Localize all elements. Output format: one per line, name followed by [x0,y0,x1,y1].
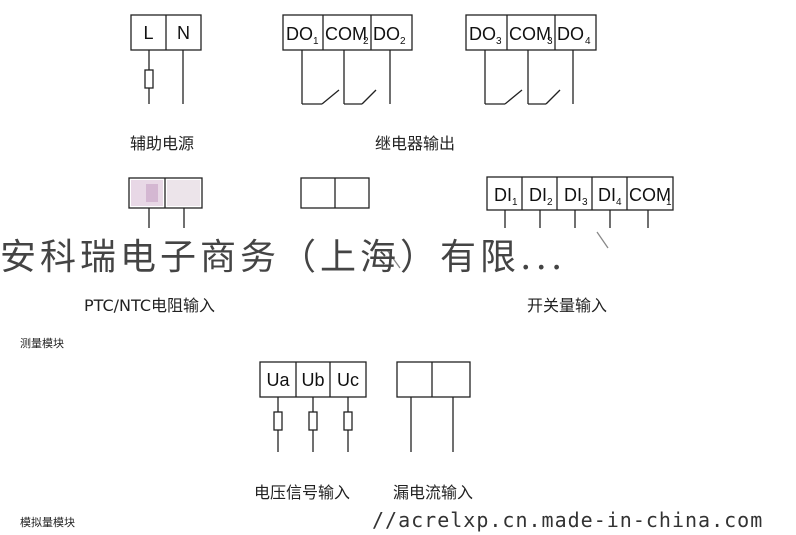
terminal-label-ua: Ua [266,370,290,390]
terminal-label-ub: Ub [301,370,324,390]
terminal-label-do1: DO [286,24,313,44]
caption-leakage-current: 漏电流输入 [393,483,474,502]
caption-switch-input: 开关量输入 [527,296,608,315]
watermark-url: //acrelxp.cn.made-in-china.com [372,508,764,532]
terminal-label-do2: DO [373,24,400,44]
terminal-label-com1: COM [629,185,671,205]
terminal-sub-1: 1 [313,36,319,47]
terminal-sub-2: 2 [363,36,369,47]
caption-relay-output: 继电器输出 [375,134,456,153]
terminal-label-l: L [143,23,153,43]
terminal-label-di1: DI [494,185,512,205]
terminal-label-di3: DI [564,185,582,205]
terminal-label-com3: COM [509,24,551,44]
terminal-sub-4: 3 [496,36,502,47]
terminal-label-uc: Uc [337,370,359,390]
terminal-sub-9: 3 [582,197,588,208]
terminal-label-di4: DI [598,185,616,205]
terminal-label-do4: DO [557,24,584,44]
caption-aux-power: 辅助电源 [130,134,195,153]
terminal-sub-6: 4 [585,36,591,47]
caption-voltage-signal: 电压信号输入 [254,483,351,502]
relay-terminal-block-2 [465,14,597,105]
terminal-label-n: N [177,23,190,43]
terminal-sub-11: 1 [666,197,672,208]
unlabeled-terminal-block [300,177,370,209]
terminal-sub-10: 4 [616,197,622,208]
leakage-current-terminal-block [396,361,471,452]
terminal-sub-5: 3 [547,36,553,47]
terminal-label-di2: DI [529,185,547,205]
terminal-sub-8: 2 [547,197,553,208]
relay-terminal-block-1 [282,14,413,105]
aux-power-terminal-block [130,14,202,104]
voltage-signal-terminal-block [259,361,367,452]
terminal-label-com2: COM [325,24,367,44]
ptc-ntc-terminal-block [128,177,203,228]
caption-ptc-ntc: PTC/NTC电阻输入 [84,296,216,315]
terminal-label-do3: DO [469,24,496,44]
switch-input-terminal-block [486,176,674,228]
terminal-sub-3: 2 [400,36,406,47]
caption-analog-module: 模拟量模块 [20,516,75,529]
terminal-sub-7: 1 [512,197,518,208]
caption-measure-module: 测量模块 [20,337,64,350]
watermark-company: 安科瑞电子商务（上海）有限... [0,237,567,278]
